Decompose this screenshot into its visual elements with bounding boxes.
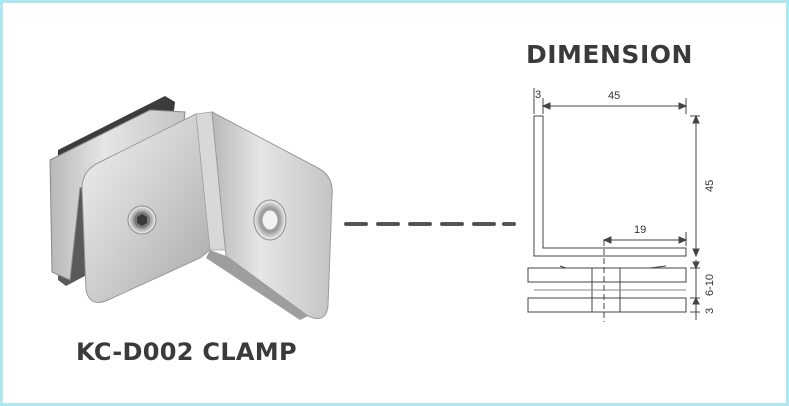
dim-label-gap: 6-10: [704, 274, 716, 296]
clamp-product-image: [49, 96, 333, 320]
dim-label-width: 45: [608, 90, 620, 102]
product-caption: KC-D002 CLAMP: [76, 338, 297, 366]
dim-label-height: 45: [704, 180, 716, 192]
dim-label-inner: 19: [634, 224, 646, 236]
dim-label-base: 3: [704, 308, 716, 314]
dim-label-thickness: 3: [535, 89, 541, 101]
dimension-drawing: [527, 88, 700, 322]
dimension-heading: DIMENSION: [526, 40, 693, 69]
